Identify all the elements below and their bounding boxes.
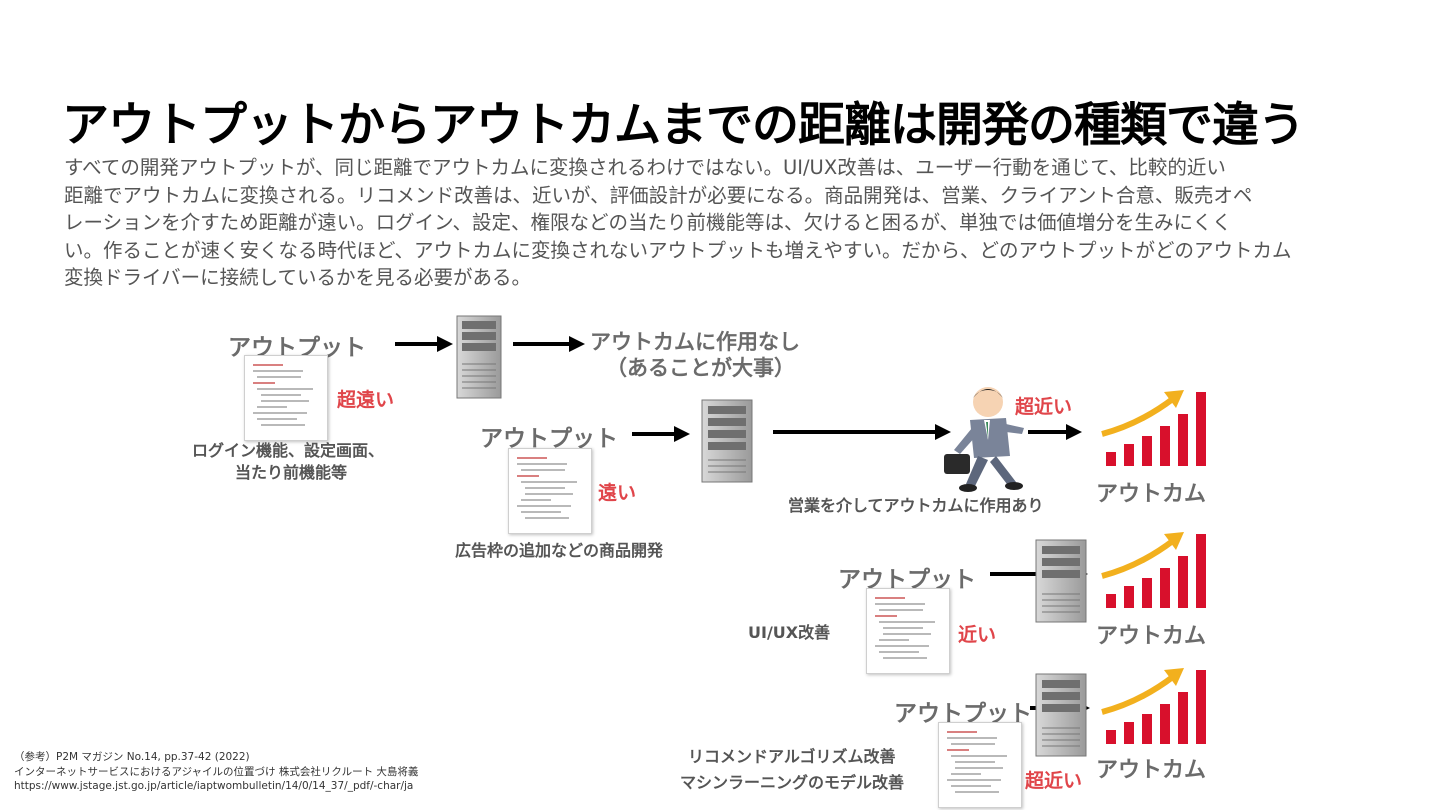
server-icon	[1034, 538, 1090, 628]
document-icon	[508, 448, 592, 534]
references: （参考）P2M マガジン No.14, pp.37-42 (2022) インター…	[14, 750, 418, 794]
body-paragraph: すべての開発アウトプットが、同じ距離でアウトカムに変換されるわけではない。UI/…	[64, 154, 1374, 292]
output-label: アウトプット	[480, 426, 618, 452]
sales-caption: 営業を介してアウトカムに作用あり	[788, 496, 1044, 515]
arrow-icon	[395, 336, 453, 352]
no-effect-note: （あることが大事）	[606, 356, 795, 380]
product-caption: 広告枠の追加などの商品開発	[455, 541, 664, 560]
recommend-caption: リコメンドアルゴリズム改善	[688, 747, 896, 766]
recommend-caption: マシンラーニングのモデル改善	[680, 773, 905, 792]
body-line: 距離でアウトカムに変換される。リコメンド改善は、近いが、評価設計が必要になる。商…	[64, 183, 1253, 207]
outcome-label: アウトカム	[1096, 482, 1207, 507]
arrow-icon	[773, 424, 951, 440]
server-icon	[1034, 672, 1090, 762]
distance-label: 近い	[958, 624, 997, 646]
distance-label: 超近い	[1025, 770, 1083, 792]
body-line: い。作ることが速く安くなる時代ほど、アウトカムに変換されないアウトプットも増えや…	[64, 238, 1292, 262]
businessman-running-icon	[944, 384, 1024, 498]
reference-line: インターネットサービスにおけるアジャイルの位置づけ 株式会社リクルート 大島将義	[14, 765, 419, 778]
document-icon	[938, 722, 1022, 808]
uiux-caption: UI/UX改善	[748, 623, 831, 642]
document-icon	[244, 355, 328, 441]
reference-url[interactable]: https://www.jstage.jst.go.jp/article/iap…	[14, 780, 414, 792]
distance-label: 超遠い	[337, 389, 395, 411]
outcome-label: アウトカム	[1096, 758, 1207, 783]
sales-distance-label: 超近い	[1015, 396, 1073, 418]
page-title: アウトプットからアウトカムまでの距離は開発の種類で違う	[62, 98, 1305, 153]
server-icon	[700, 398, 755, 488]
growth-chart-icon	[1101, 532, 1206, 608]
arrow-icon	[513, 336, 585, 352]
distance-label: 遠い	[598, 482, 637, 504]
body-line: 変換ドライバーに接続しているかを見る必要がある。	[64, 266, 532, 289]
server-icon	[455, 314, 505, 404]
outcome-label: アウトカム	[1096, 624, 1207, 649]
growth-chart-icon	[1101, 668, 1206, 744]
body-line: レーションを介すため距離が遠い。ログイン、設定、権限などの当たり前機能等は、欠け…	[64, 211, 1232, 234]
login-caption: 当たり前機能等	[235, 463, 348, 482]
arrow-icon	[1028, 424, 1082, 440]
reference-line: （参考）P2M マガジン No.14, pp.37-42 (2022)	[14, 751, 250, 763]
document-icon	[866, 588, 950, 674]
no-effect-label: アウトカムに作用なし	[590, 330, 800, 354]
body-line: すべての開発アウトプットが、同じ距離でアウトカムに変換されるわけではない。UI/…	[64, 156, 1226, 179]
login-caption: ログイン機能、設定画面、	[192, 441, 385, 460]
arrow-icon	[632, 426, 690, 442]
growth-chart-icon	[1101, 390, 1206, 466]
